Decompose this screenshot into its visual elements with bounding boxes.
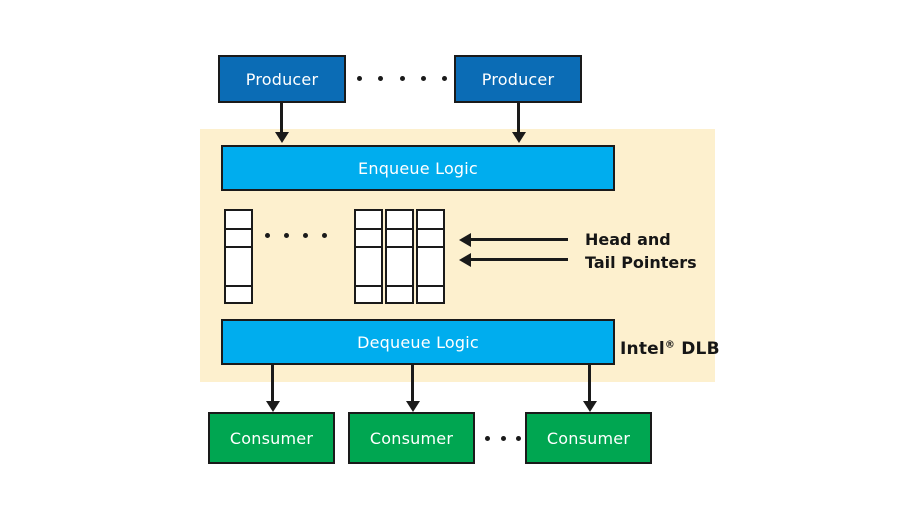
- arrow-producer1-to-enqueue: [280, 103, 283, 133]
- queue-cell-divider: [356, 246, 381, 248]
- arrow-producer2-to-enqueue: [517, 103, 520, 133]
- consumer-box-1[interactable]: Consumer: [208, 412, 335, 464]
- queue-column-4: [416, 209, 445, 304]
- arrow-dequeue-to-consumer1: [271, 365, 274, 402]
- producer-label-2: Producer: [481, 69, 555, 89]
- dot: [322, 233, 327, 238]
- queue-cell-divider: [356, 285, 381, 287]
- dot: [357, 76, 362, 81]
- queue-cell-divider: [226, 228, 251, 230]
- consumer-box-3[interactable]: Consumer: [525, 412, 652, 464]
- dot: [485, 436, 490, 441]
- dot: [265, 233, 270, 238]
- producer-box-1[interactable]: Producer: [218, 55, 346, 103]
- producers-ellipsis: [357, 76, 447, 81]
- consumers-ellipsis: [485, 436, 521, 441]
- queue-cell-divider: [226, 285, 251, 287]
- producer-label-1: Producer: [245, 69, 319, 89]
- queue-cell-divider: [387, 285, 412, 287]
- dot: [399, 76, 405, 81]
- arrow-head-pointer: [470, 238, 568, 241]
- intel-dlb-label: Intel® DLB: [620, 339, 720, 359]
- queue-cell-divider: [418, 285, 443, 287]
- queue-cell-divider: [418, 228, 443, 230]
- queues-ellipsis: [265, 233, 327, 238]
- dot: [516, 436, 521, 441]
- registered-trademark-icon: ®: [664, 339, 676, 351]
- queue-cell-divider: [418, 246, 443, 248]
- dequeue-logic-box[interactable]: Dequeue Logic: [221, 319, 615, 365]
- queue-column-1: [224, 209, 253, 304]
- dot: [500, 436, 506, 441]
- consumer-label-3: Consumer: [546, 428, 631, 448]
- dot: [378, 76, 384, 81]
- queue-column-2: [354, 209, 383, 304]
- dequeue-logic-label: Dequeue Logic: [357, 332, 479, 352]
- intel-dlb-label-suffix: DLB: [681, 339, 720, 359]
- consumer-box-2[interactable]: Consumer: [348, 412, 475, 464]
- producer-box-2[interactable]: Producer: [454, 55, 582, 103]
- enqueue-logic-box[interactable]: Enqueue Logic: [221, 145, 615, 191]
- dot: [442, 76, 447, 81]
- pointer-label-line1: Head and: [585, 230, 671, 249]
- consumer-label-2: Consumer: [369, 428, 454, 448]
- arrow-dequeue-to-consumer2: [411, 365, 414, 402]
- dot: [303, 233, 308, 238]
- head-tail-pointers-label: Head and Tail Pointers: [585, 228, 697, 274]
- consumer-label-1: Consumer: [229, 428, 314, 448]
- queue-cell-divider: [226, 246, 251, 248]
- dot: [420, 76, 426, 81]
- pointer-label-line2: Tail Pointers: [585, 253, 697, 273]
- queue-cell-divider: [387, 246, 412, 248]
- arrow-tail-pointer: [470, 258, 568, 261]
- arrow-dequeue-to-consumer3: [588, 365, 591, 402]
- queue-cell-divider: [387, 228, 412, 230]
- dot: [284, 233, 289, 238]
- intel-dlb-label-prefix: Intel: [620, 339, 665, 359]
- enqueue-logic-label: Enqueue Logic: [358, 158, 478, 178]
- queue-cell-divider: [356, 228, 381, 230]
- queue-column-3: [385, 209, 414, 304]
